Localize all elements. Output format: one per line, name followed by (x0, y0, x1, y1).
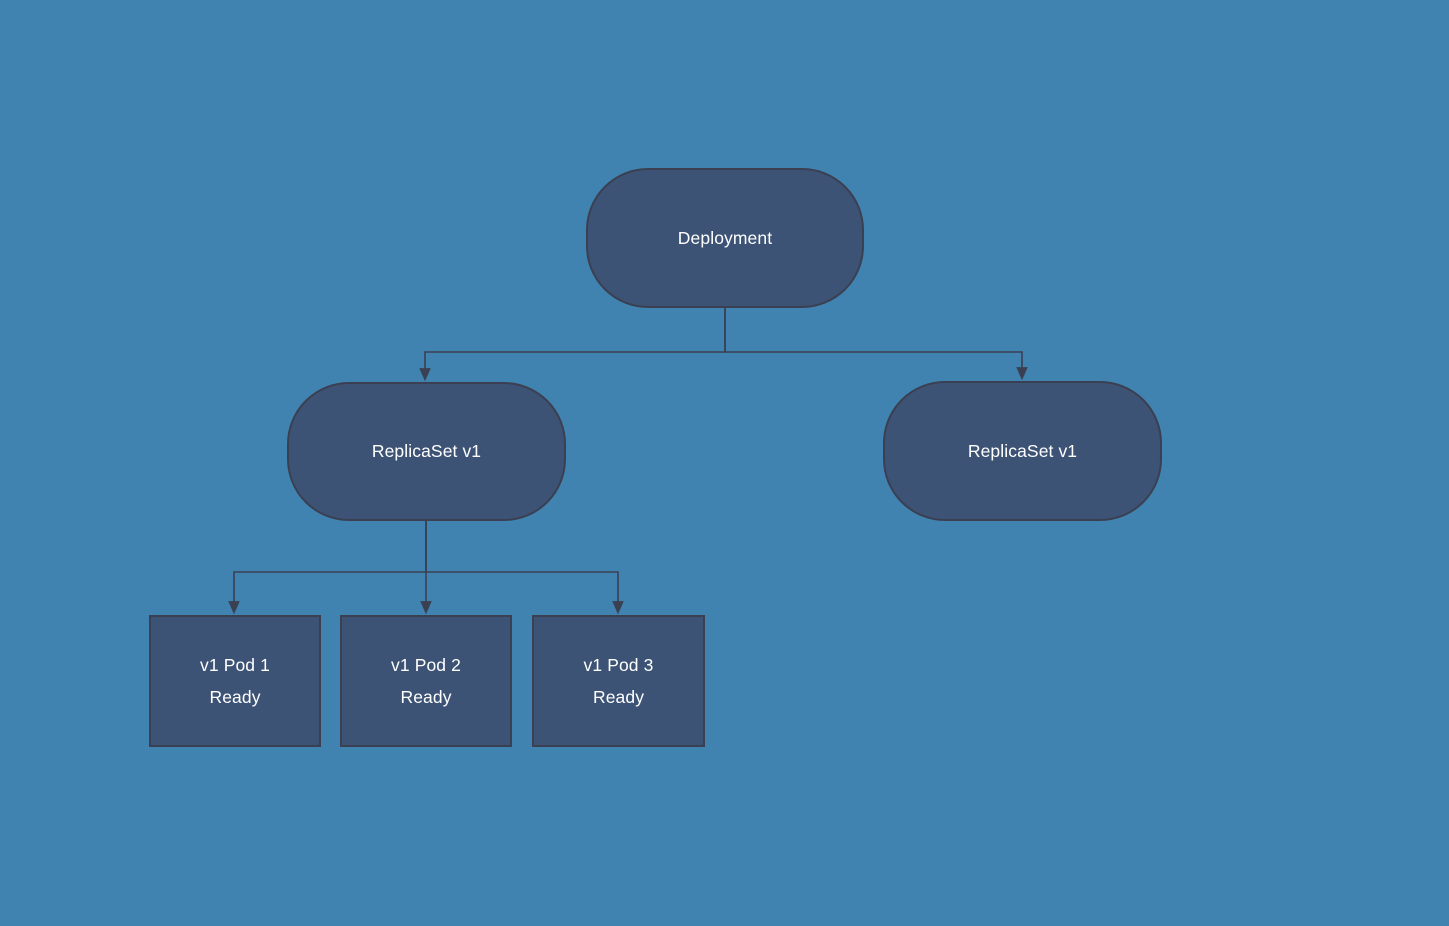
edge-deployment-replicaset-left (419, 308, 726, 382)
edge-replicaset-left-pod-3 (425, 521, 624, 615)
node-pod-1[interactable]: v1 Pod 1 Ready (149, 615, 321, 747)
node-pod-1-status: Ready (209, 687, 261, 707)
node-pod-3-label: v1 Pod 3 (583, 654, 654, 675)
node-pod-2-status: Ready (400, 687, 452, 707)
edge-deployment-replicaset-right (724, 308, 1028, 381)
node-deployment[interactable]: Deployment (586, 168, 864, 308)
node-replicaset-left[interactable]: ReplicaSet v1 (287, 382, 566, 521)
node-pod-3[interactable]: v1 Pod 3 Ready (532, 615, 705, 747)
node-deployment-label: Deployment (677, 227, 773, 248)
node-replicaset-right-label: ReplicaSet v1 (967, 440, 1078, 461)
node-replicaset-right[interactable]: ReplicaSet v1 (883, 381, 1162, 521)
node-pod-3-status: Ready (592, 687, 645, 707)
node-pod-1-label: v1 Pod 1 (200, 654, 270, 675)
edge-replicaset-left-pod-1 (228, 521, 427, 615)
node-pod-2-label: v1 Pod 2 (391, 654, 461, 675)
node-pod-2[interactable]: v1 Pod 2 Ready (340, 615, 512, 747)
node-replicaset-left-label: ReplicaSet v1 (371, 441, 482, 462)
